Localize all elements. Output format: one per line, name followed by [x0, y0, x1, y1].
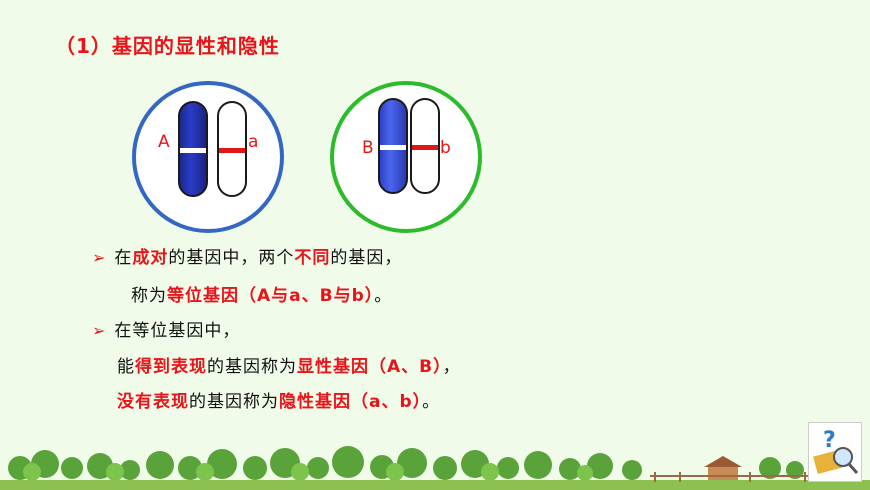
- gene-label-A: A: [158, 132, 170, 152]
- bullet-2-line-3: 没有表现的基因称为隐性基因（a、b）。: [117, 392, 441, 412]
- gene-label-B: B: [362, 138, 374, 158]
- arrow-bullet-icon: ➢: [92, 248, 107, 267]
- bullet-2-line-1: ➢在等位基因中，: [92, 321, 241, 341]
- chromosome-a: [217, 101, 247, 197]
- section-title: （1）基因的显性和隐性: [55, 34, 280, 58]
- bullet-1-line-1: ➢在成对的基因中，两个不同的基因，: [92, 248, 403, 268]
- svg-text:?: ?: [823, 428, 836, 453]
- allele-pair-A-circle: [132, 81, 284, 233]
- chromosome-b: [410, 98, 440, 194]
- tree-line-decoration: [0, 446, 870, 490]
- magnifier-icon: ?: [813, 428, 859, 475]
- bullet-1-line-2: 称为等位基因（A与a、B与b）。: [131, 286, 393, 306]
- magnifier-book-logo: ?: [808, 422, 862, 482]
- bullet-2-line-2: 能得到表现的基因称为显性基因（A、B），: [117, 357, 461, 377]
- chromosome-A: [178, 101, 208, 197]
- arrow-bullet-icon: ➢: [92, 321, 107, 340]
- gene-label-a: a: [248, 132, 259, 152]
- chromosome-B: [378, 98, 408, 194]
- gene-label-b: b: [440, 138, 451, 158]
